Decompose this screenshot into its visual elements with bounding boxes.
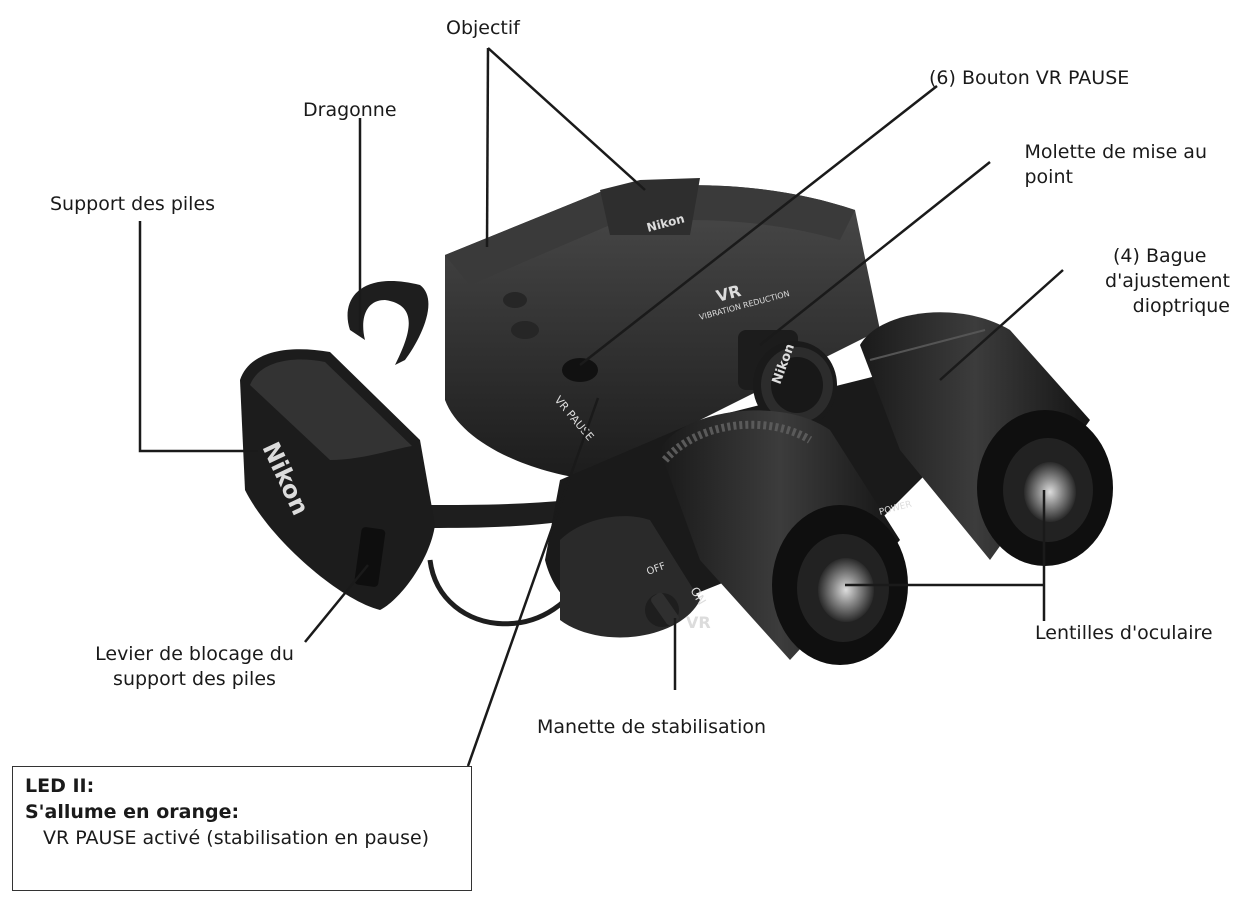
label-levier-line2: support des piles [113, 668, 276, 690]
led-info-title: LED II: [25, 775, 95, 797]
leader-bague [939, 269, 1064, 381]
label-bague: (4) Bague d'ajustement dioptrique [1105, 244, 1230, 319]
label-objectif: Objectif [446, 17, 520, 39]
label-vr-pause-button: (6) Bouton VR PAUSE [929, 67, 1130, 89]
leader-levier [304, 564, 369, 643]
label-bague-line2: d'ajustement [1105, 270, 1230, 292]
binoculars-illustration [240, 178, 1113, 665]
switch-vr-marking: VR [686, 613, 711, 632]
right-lens [1024, 462, 1076, 522]
left-eyepiece [660, 410, 908, 665]
leader-objectif-left [485, 47, 490, 248]
front-hump [600, 178, 700, 235]
leader-support-piles [138, 221, 258, 453]
label-levier: Levier de blocage du support des piles [82, 642, 307, 692]
battery-holder [240, 349, 435, 610]
label-molette: Molette de mise au point [1024, 140, 1207, 190]
main-body [445, 185, 880, 481]
stabilization-knob [645, 592, 679, 627]
label-molette-line2: point [1024, 166, 1073, 188]
label-manette: Manette de stabilisation [537, 716, 767, 738]
vr-pause-button-shape [562, 358, 598, 382]
label-bague-line1: (4) Bague [1113, 245, 1207, 267]
leader-molette [759, 161, 991, 346]
label-lentilles: Lentilles d'oculaire [1035, 622, 1213, 644]
right-eyepiece [860, 312, 1113, 566]
leader-objectif-right [487, 47, 646, 191]
leader-lines [138, 47, 1064, 767]
led-info-box: LED II: S'allume en orange: VR PAUSE act… [12, 766, 472, 891]
led-info-subtitle: S'allume en orange: [25, 801, 240, 823]
focus-wheel [738, 330, 837, 429]
label-bague-line3: dioptrique [1132, 295, 1230, 317]
label-molette-line1: Molette de mise au [1024, 141, 1207, 163]
label-dragonne: Dragonne [303, 99, 397, 121]
leader-led [466, 397, 600, 767]
left-lens [818, 558, 874, 622]
leader-vr-pause [579, 85, 938, 366]
led-info-text: VR PAUSE activé (stabilisation en pause) [43, 827, 430, 849]
lower-strap [430, 500, 575, 528]
top-plate [445, 185, 855, 285]
label-support-piles: Support des piles [50, 193, 216, 215]
label-levier-line1: Levier de blocage du [95, 643, 294, 665]
strap [347, 281, 429, 365]
